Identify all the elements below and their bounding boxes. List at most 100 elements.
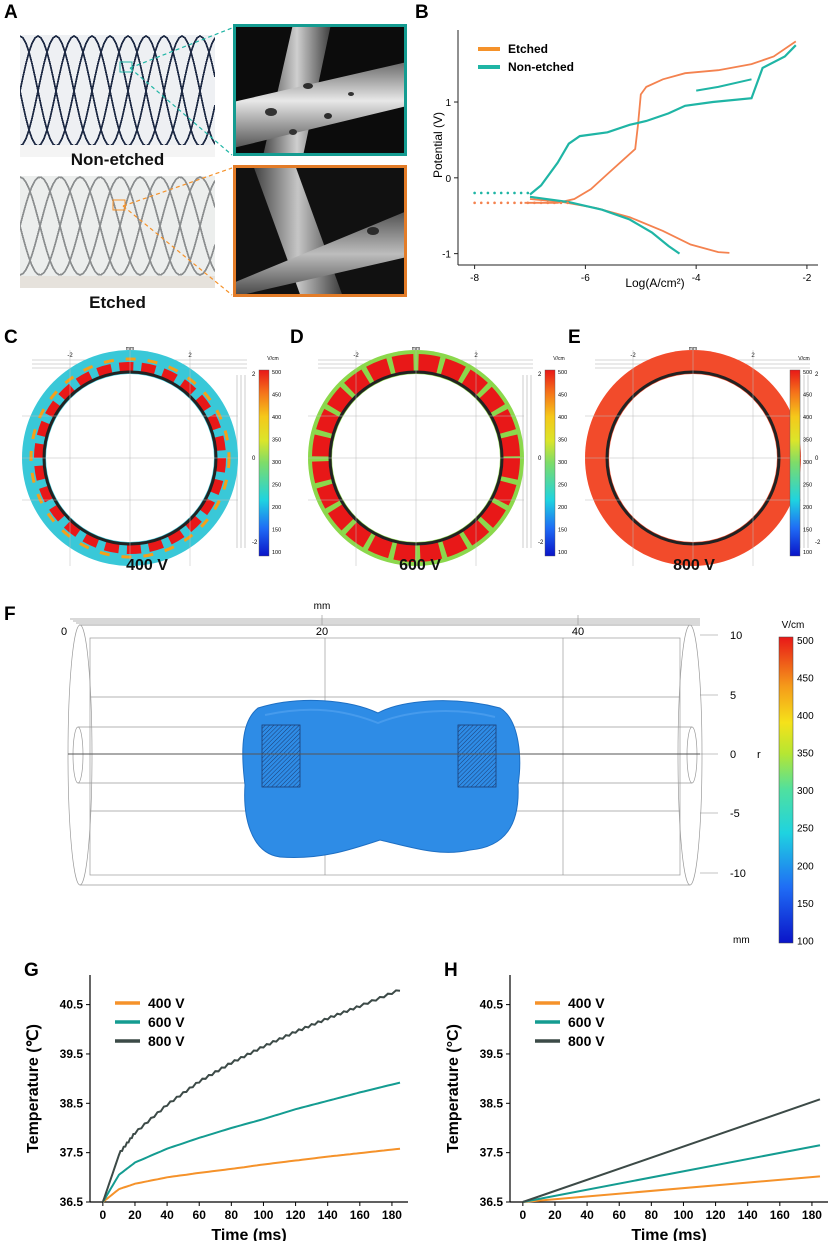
series-600v	[101, 1081, 401, 1203]
series-400v	[522, 1175, 821, 1203]
domain-box	[89, 637, 681, 876]
top-unit: mm	[412, 346, 420, 352]
panel-letter-a: A	[4, 2, 18, 23]
right-tick: 2	[252, 372, 256, 378]
x-tick: 60	[193, 1208, 207, 1222]
etched-point	[566, 201, 569, 205]
f-cbar-tick: 400	[797, 711, 814, 722]
colorbar-tick: 350	[803, 438, 812, 444]
f-r-tick: 10	[730, 630, 742, 642]
y-tick: 38.5	[60, 1096, 84, 1110]
cylinder-left-cap	[67, 624, 93, 886]
colorbar-tick: 200	[558, 505, 567, 511]
legend-non-etched: Non-etched	[508, 60, 574, 74]
x-tick: 20	[128, 1208, 142, 1222]
colorbar-tick: 450	[803, 393, 812, 399]
colorbar-tick: 200	[803, 505, 812, 511]
x-tick: 0	[520, 1208, 527, 1222]
colorbar-tick: 500	[803, 370, 812, 376]
colorbar-tick: 350	[272, 438, 281, 444]
x-tick: 180	[802, 1208, 822, 1222]
colorbar-tick: 450	[558, 393, 567, 399]
top-unit: mm	[689, 346, 697, 352]
f-r-label: r	[757, 749, 761, 761]
x-tick: 140	[318, 1208, 338, 1222]
x-tick: 160	[350, 1208, 370, 1222]
chart-b-xtick: -8	[470, 273, 479, 284]
legend-etched: Etched	[508, 42, 548, 56]
top-tick: -2	[67, 353, 73, 359]
f-colorbar	[778, 636, 794, 944]
panel-letter-g: G	[24, 960, 39, 981]
chart-b-ytick: 0	[445, 174, 451, 185]
series-800v	[522, 1098, 821, 1203]
non-etched-point	[473, 191, 476, 195]
zoom-connectors	[112, 27, 233, 296]
f-top-unit: mm	[314, 601, 331, 612]
etched-point	[539, 201, 543, 205]
colorbar-tick: 400	[558, 415, 567, 421]
series-600v	[522, 1144, 821, 1203]
colorbar	[789, 369, 801, 557]
f-cbar-tick: 200	[797, 861, 814, 872]
top-tick: 2	[188, 353, 192, 359]
f-r-tick: 0	[730, 749, 736, 761]
f-cbar-tick: 450	[797, 674, 814, 685]
f-cbar-unit: V/cm	[782, 620, 805, 631]
non-etched-point	[493, 191, 496, 195]
x-label: Time (ms)	[631, 1227, 706, 1241]
f-r-tick: -5	[730, 808, 740, 820]
non-etched-point	[499, 191, 503, 195]
non-etched-point	[526, 191, 530, 195]
panel-letter-b: B	[415, 2, 429, 23]
etched-point	[553, 201, 556, 205]
electrode-right	[686, 726, 698, 784]
chart-b-xlabel: Log(A/cm²)	[625, 276, 684, 290]
f-cbar-tick: 100	[797, 936, 814, 947]
y-label: Temperature (°C)	[445, 1024, 462, 1153]
colorbar-tick: 100	[272, 550, 281, 556]
panel-letter-h: H	[444, 960, 458, 981]
etched-point	[533, 201, 536, 205]
y-tick: 39.5	[60, 1047, 84, 1061]
right-tick: 0	[538, 456, 542, 462]
x-tick: 0	[100, 1208, 107, 1222]
colorbar-unit: V/cm	[553, 356, 564, 362]
top-unit: mm	[126, 346, 134, 352]
legend-label: 400 V	[148, 995, 185, 1011]
sem-image-non-etched	[233, 24, 407, 156]
field-map-800v: -202mm20-2V/cm50045040035030025020015010…	[585, 346, 821, 566]
voltage-label-400v: 400 V	[126, 557, 168, 574]
etched-point	[506, 201, 510, 205]
chart-b-xtick: -4	[692, 273, 701, 284]
f-r-tick: -10	[730, 868, 746, 880]
x-tick: 100	[673, 1208, 693, 1222]
polarization-chart: -8-6-4-2-101 Log(A/cm²) Potential (V) Et…	[431, 30, 818, 290]
right-tick: -2	[252, 540, 258, 546]
colorbar-tick: 200	[272, 505, 281, 511]
non-etched-label: Non-etched	[70, 150, 165, 169]
non-etched-point	[486, 191, 490, 195]
colorbar-tick: 450	[272, 393, 281, 399]
voltage-label-600v: 600 V	[399, 557, 441, 574]
sem-image-etched	[233, 165, 407, 297]
y-tick: 39.5	[480, 1047, 504, 1061]
series-400v	[102, 1147, 401, 1203]
colorbar-tick: 100	[803, 550, 812, 556]
panel-letter-f: F	[4, 604, 16, 625]
f-cbar-tick: 300	[797, 786, 814, 797]
x-label: Time (ms)	[211, 1227, 286, 1241]
panel-letter-d: D	[290, 327, 304, 348]
legend-label: 800 V	[148, 1033, 185, 1049]
legend-label: 600 V	[568, 1014, 605, 1030]
stent-segment-right	[457, 724, 497, 788]
colorbar-tick: 150	[803, 528, 812, 534]
colorbar	[258, 369, 270, 557]
legend-label: 800 V	[568, 1033, 605, 1049]
colorbar-tick: 150	[558, 528, 567, 534]
etched-point	[519, 201, 523, 205]
f-cbar-tick: 500	[797, 636, 814, 647]
f-cbar-tick: 350	[797, 749, 814, 760]
colorbar-tick: 300	[272, 460, 281, 466]
x-tick: 160	[770, 1208, 790, 1222]
